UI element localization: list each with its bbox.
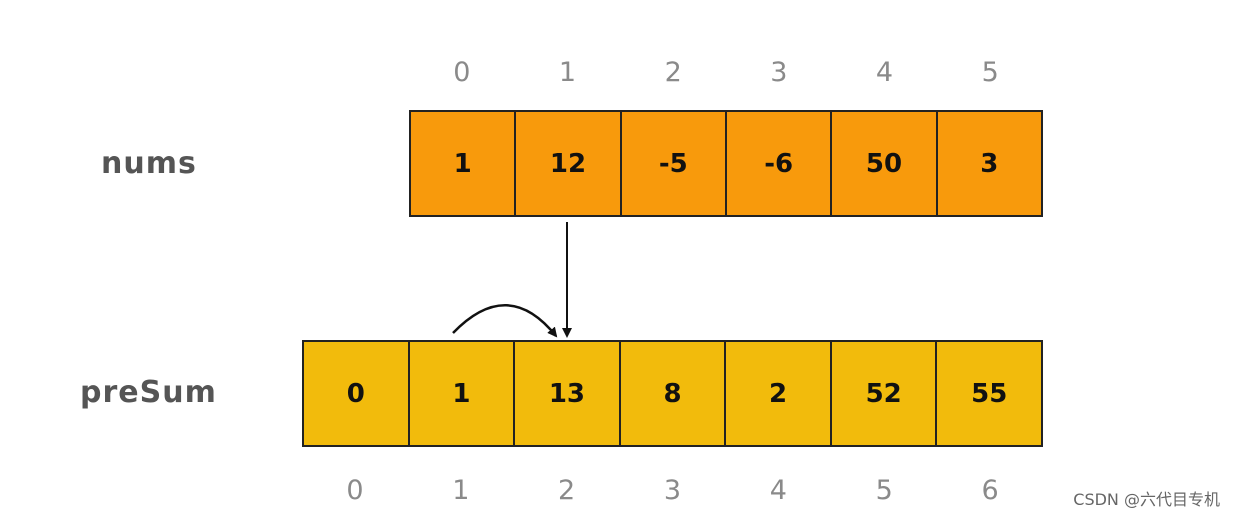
presum-index-5: 5 [875, 475, 893, 506]
presum-index-2: 2 [558, 475, 576, 506]
nums-cell-4: 50 [832, 112, 938, 215]
nums-cell-5: 3 [937, 112, 1041, 215]
presum-index-3: 3 [663, 475, 682, 506]
presum-cell-6: 55 [937, 342, 1042, 445]
presum-cell-0: 0 [304, 342, 410, 445]
nums-array: 1 12 -5 -6 50 3 [409, 110, 1043, 217]
presum-row-label: preSum [80, 375, 217, 410]
nums-cell-3: -6 [726, 112, 833, 215]
presum-cell-1: 1 [409, 342, 516, 445]
nums-cell-0: 1 [411, 112, 517, 215]
nums-index-4: 4 [875, 57, 894, 88]
presum-index-row: 0 1 2 3 4 5 6 [302, 474, 1043, 508]
nums-index-row: 0 1 2 3 4 5 [409, 56, 1043, 90]
watermark: CSDN @六代目专机 [1073, 490, 1220, 509]
presum-index-1: 1 [452, 475, 470, 506]
presum-index-4: 4 [769, 475, 787, 506]
nums-index-0: 0 [453, 57, 471, 88]
nums-index-2: 2 [664, 57, 682, 88]
presum-index-0: 0 [346, 475, 364, 506]
nums-index-3: 3 [770, 57, 788, 88]
presum-cell-3: 8 [620, 342, 727, 445]
presum-cell-5: 52 [831, 342, 938, 445]
presum-array: 0 1 13 8 2 52 55 [302, 340, 1043, 447]
nums-cell-2: -5 [621, 112, 727, 215]
presum-cell-4: 2 [726, 342, 832, 445]
presum-cell-2: 13 [515, 342, 621, 445]
presum-index-6: 6 [981, 475, 999, 506]
nums-index-1: 1 [558, 57, 577, 88]
nums-row-label: nums [101, 146, 197, 181]
curved-arrow [452, 304, 558, 338]
nums-cell-1: 12 [516, 112, 622, 215]
nums-index-5: 5 [981, 57, 999, 88]
